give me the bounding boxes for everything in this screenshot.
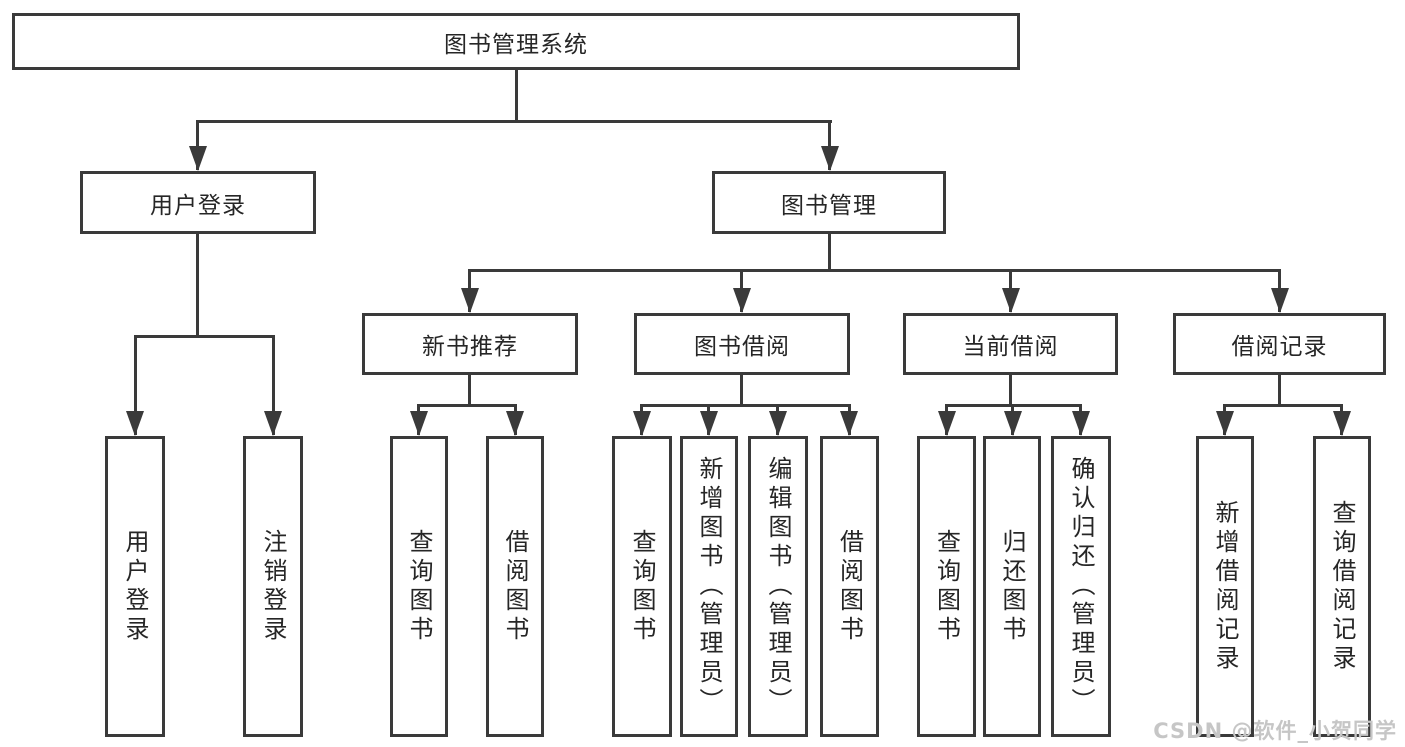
leaf-borrow-books: 借阅图书 [820,436,879,737]
arrow-down-icon [821,146,839,171]
watermark: CSDN @软件_小贺同学 [1153,719,1397,743]
node-label: 借阅图书 [501,528,529,645]
leaf-confirm-return-admin: 确认归还（管理员） [1051,436,1111,737]
node-label: 确认归还（管理员） [1067,456,1095,717]
node-label: 注销登录 [259,528,287,645]
connector-line [828,120,831,170]
connector-line [134,335,137,435]
leaf-query-books-recommend: 查询图书 [390,436,448,737]
node-label: 图书借阅 [694,334,790,360]
arrow-down-icon [126,411,144,436]
node-label: 用户登录 [150,192,246,219]
leaf-user-login: 用户登录 [105,436,165,737]
connector-line [640,404,850,407]
node-label: 查询图书 [932,528,961,645]
connector-line [417,404,517,407]
node-label: 编辑图书（管理员） [764,456,792,717]
node-label: 查询图书 [405,528,433,645]
connector-line [196,120,199,170]
node-current-borrowing: 当前借阅 [903,313,1118,375]
connector-line [272,335,275,435]
leaf-query-books-borrow: 查询图书 [612,436,672,737]
node-label: 查询图书 [628,528,656,645]
connector-line [196,234,199,338]
node-book-management: 图书管理 [712,171,946,234]
arrow-down-icon [1333,411,1351,436]
connector-line [134,335,275,338]
arrow-down-icon [633,411,651,436]
arrow-down-icon [1002,288,1020,313]
leaf-add-book-admin: 新增图书（管理员） [680,436,738,737]
arrow-down-icon [410,411,428,436]
connector-line [1223,404,1343,407]
node-label: 归还图书 [998,528,1026,645]
arrow-down-icon [733,288,751,313]
leaf-borrow-books-recommend: 借阅图书 [486,436,544,737]
arrow-down-icon [840,411,858,436]
leaf-query-books-current: 查询图书 [917,436,976,737]
arrow-down-icon [1072,411,1090,436]
connector-line [1009,375,1012,407]
arrow-down-icon [189,146,207,171]
node-label: 用户登录 [121,528,149,645]
node-label: 借阅图书 [835,528,864,645]
node-borrowing-records: 借阅记录 [1173,313,1386,375]
leaf-return-book: 归还图书 [983,436,1041,737]
connector-line [468,269,1281,272]
arrow-down-icon [264,411,282,436]
connector-line [196,120,832,123]
connector-line [740,375,743,407]
node-label: 借阅记录 [1231,334,1328,360]
arrow-down-icon [700,411,718,436]
node-book-borrowing: 图书借阅 [634,313,850,375]
leaf-query-borrow-record: 查询借阅记录 [1313,436,1371,737]
arrow-down-icon [506,411,524,436]
arrow-down-icon [1271,288,1289,313]
node-library-management-system: 图书管理系统 [12,13,1020,70]
connector-line [468,375,471,407]
arrow-down-icon [1004,411,1022,436]
node-label: 新书推荐 [422,334,518,360]
node-user-login: 用户登录 [80,171,316,234]
leaf-edit-book-admin: 编辑图书（管理员） [748,436,808,737]
node-label: 图书管理 [781,192,877,219]
arrow-down-icon [769,411,787,436]
connector-line [1278,375,1281,407]
node-new-book-recommend: 新书推荐 [362,313,578,375]
arrow-down-icon [1216,411,1234,436]
node-label: 当前借阅 [962,334,1059,360]
node-label: 图书管理系统 [444,31,588,58]
connector-line [515,70,518,121]
leaf-logout: 注销登录 [243,436,303,737]
leaf-add-borrow-record: 新增借阅记录 [1196,436,1254,737]
arrow-down-icon [461,288,479,313]
node-label: 新增借阅记录 [1211,499,1239,674]
node-label: 新增图书（管理员） [695,456,723,717]
node-label: 查询借阅记录 [1328,499,1356,674]
arrow-down-icon [938,411,956,436]
connector-line [828,234,831,272]
